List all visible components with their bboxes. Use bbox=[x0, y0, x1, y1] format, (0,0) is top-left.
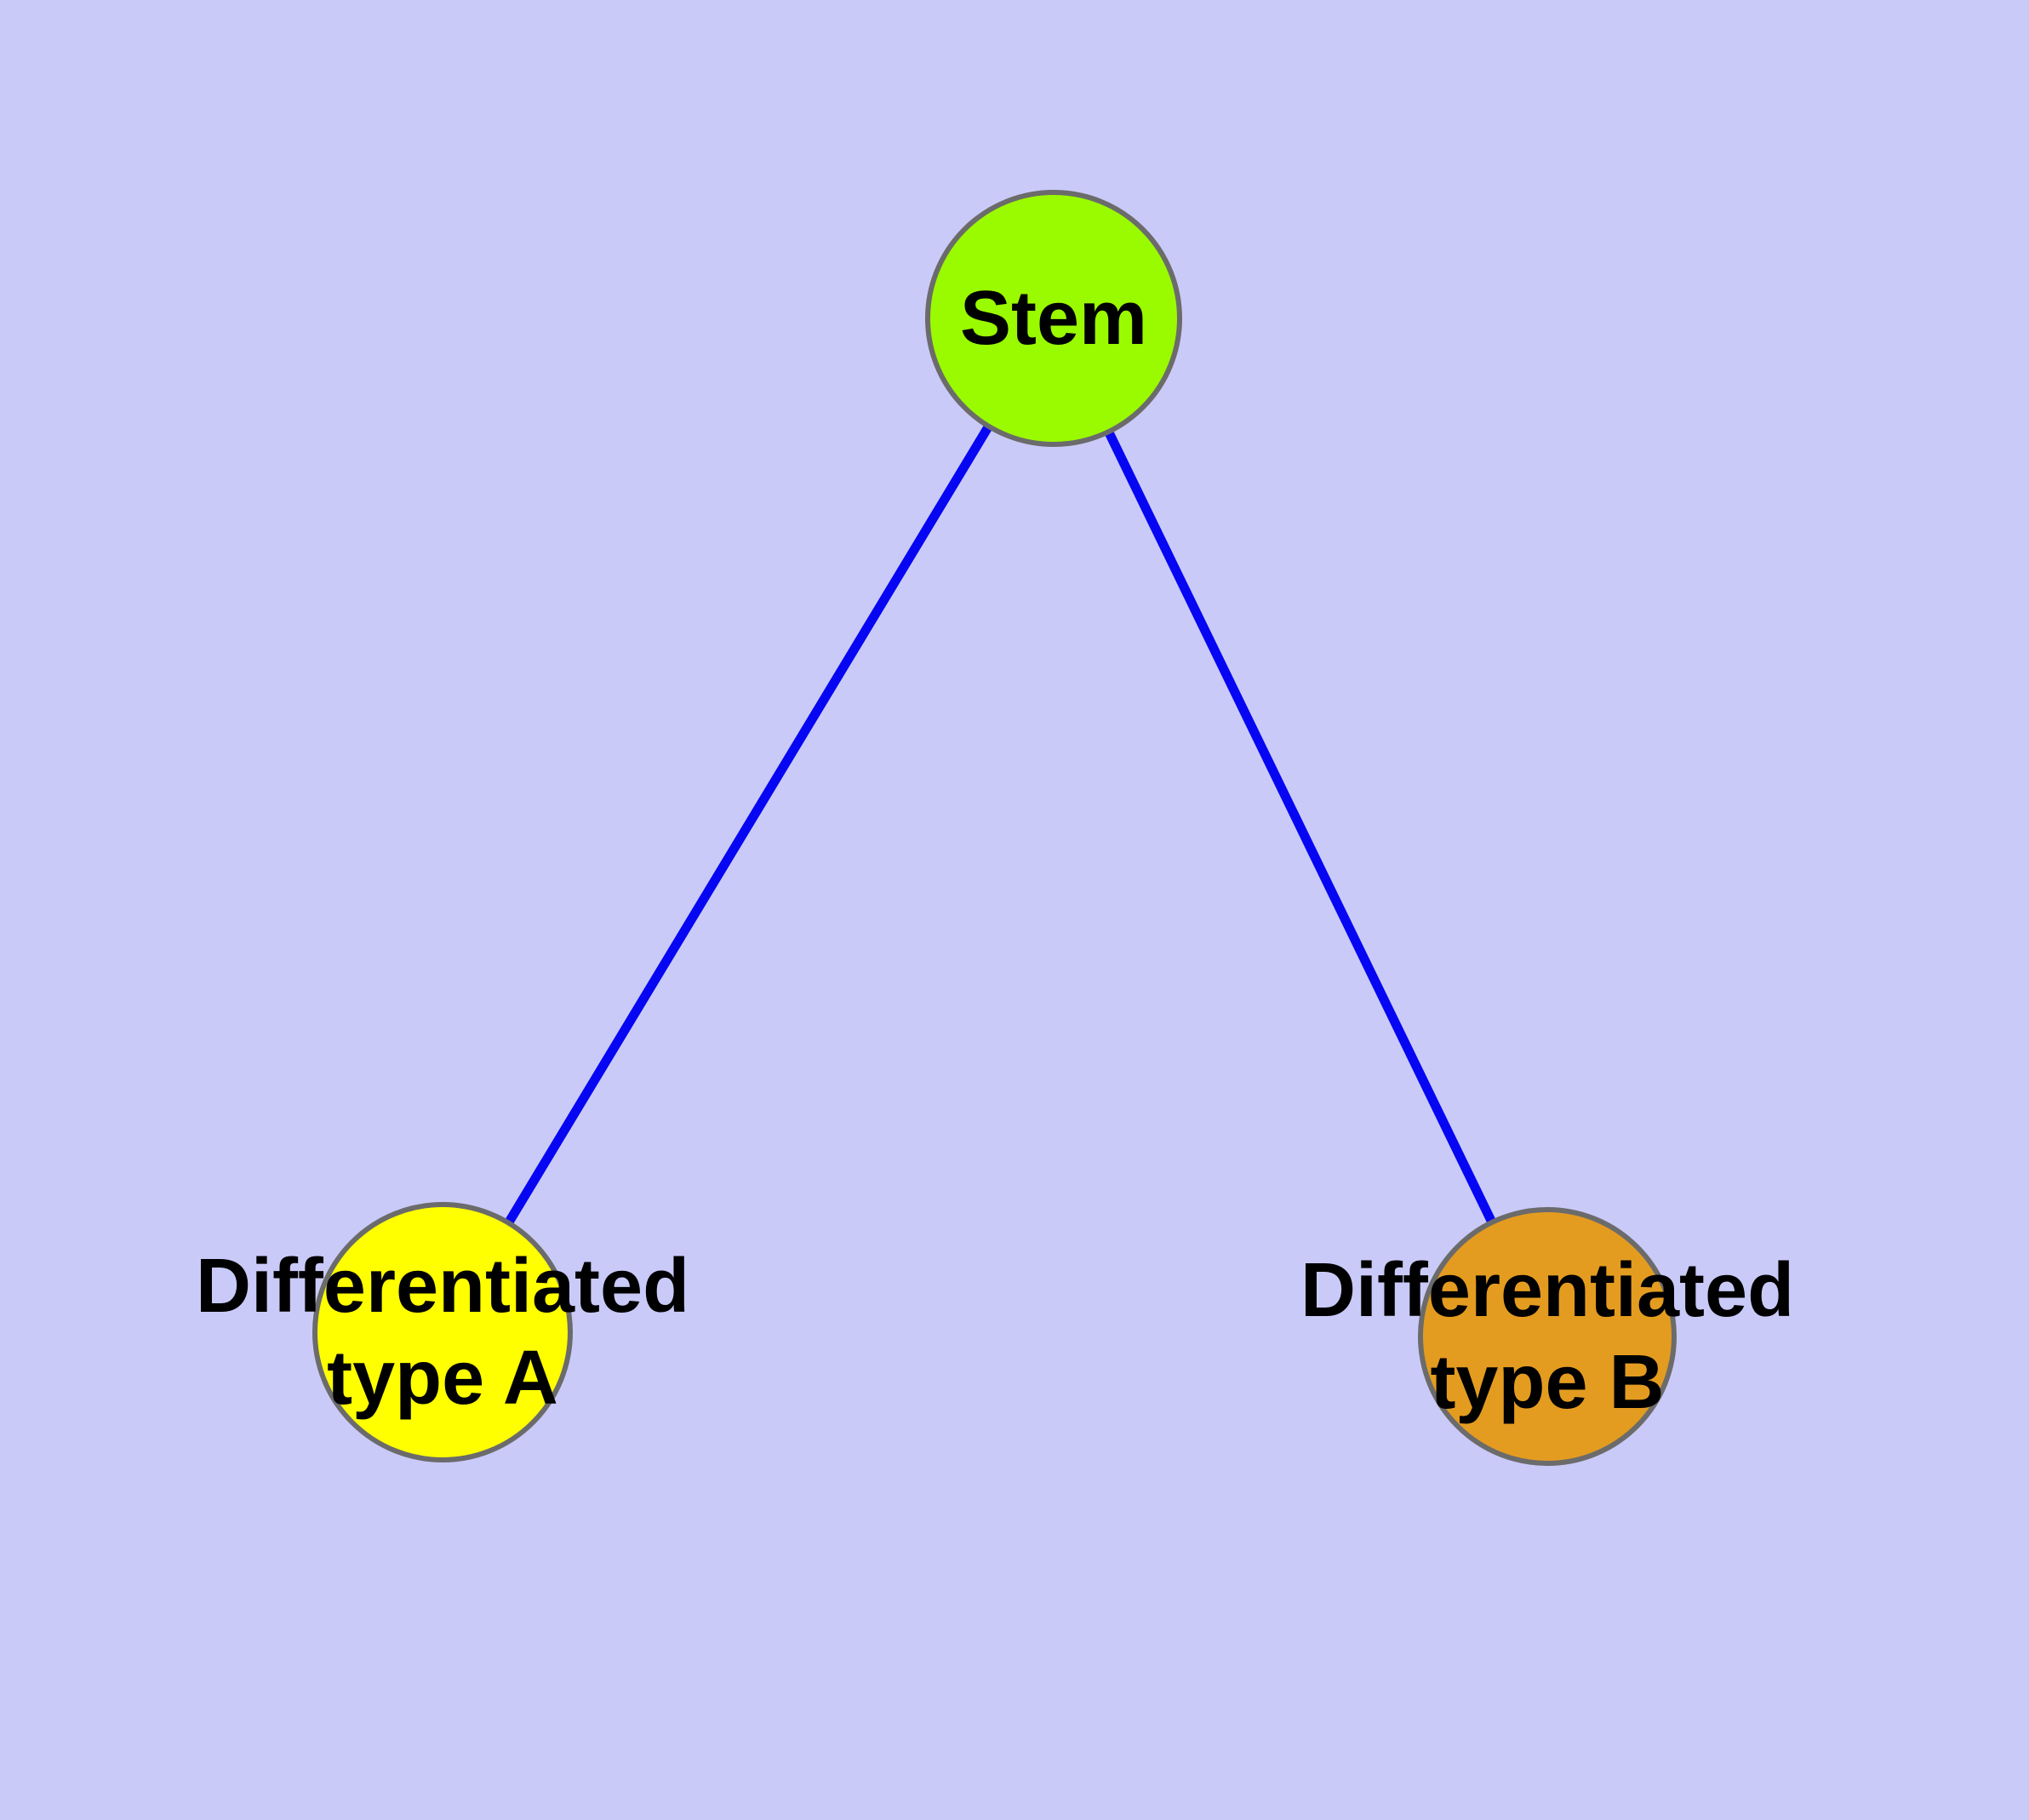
edge-stem-type-b bbox=[1049, 316, 1552, 1339]
node-type-b bbox=[1418, 1207, 1677, 1466]
edge-stem-type-a bbox=[438, 316, 1058, 1335]
node-stem bbox=[925, 190, 1182, 447]
node-type-a bbox=[312, 1202, 573, 1462]
